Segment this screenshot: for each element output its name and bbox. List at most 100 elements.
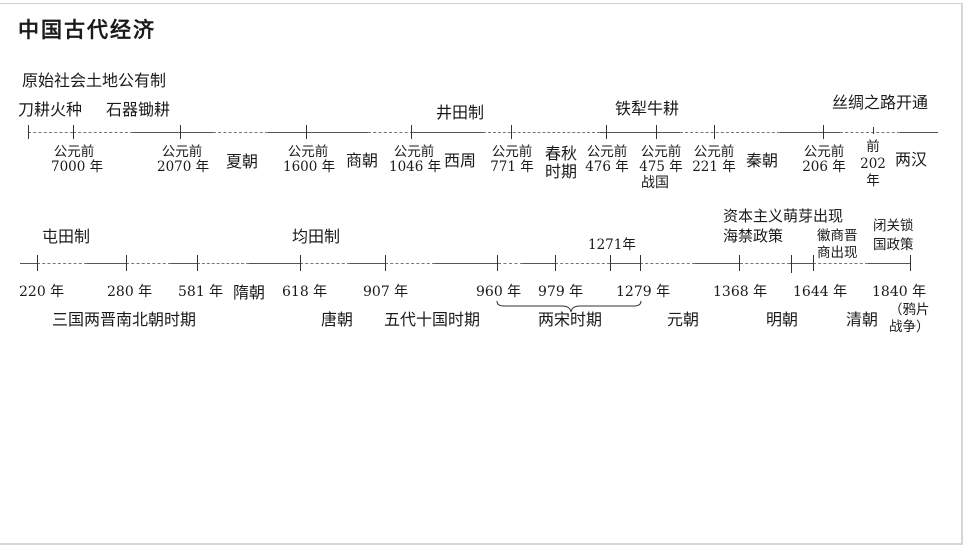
period-song: 两宋时期 — [538, 310, 603, 329]
timeline-segment — [28, 132, 73, 133]
timeline-segment — [695, 263, 740, 264]
tick — [610, 255, 611, 271]
label-stone-hoe: 石器锄耕 — [106, 100, 171, 119]
label-capitalism-sprouts: 资本主义萌芽出现 — [723, 207, 844, 225]
tick — [823, 125, 824, 139]
tick — [739, 255, 740, 271]
period-qin: 秦朝 — [746, 151, 779, 170]
label-huishang: 徽商晋商出现 — [817, 228, 858, 261]
page-title: 中国古代经济 — [18, 17, 156, 42]
date-1279: 1279 年 — [616, 284, 671, 300]
tick — [813, 255, 814, 271]
date-907: 907 年 — [363, 284, 409, 300]
timeline-segment — [498, 263, 523, 264]
period-yuan: 元朝 — [667, 310, 700, 329]
timeline-segment — [840, 132, 900, 133]
timeline-segment — [680, 132, 780, 133]
date-1368: 1368 年 — [713, 284, 768, 300]
tick — [555, 255, 556, 271]
timeline-segment — [413, 132, 483, 133]
period-western-zhou: 西周 — [444, 151, 477, 170]
tick — [73, 125, 74, 139]
timeline-segment — [368, 132, 413, 133]
timeline-segment — [600, 132, 680, 133]
tick — [411, 125, 412, 139]
tick — [511, 125, 512, 139]
tick — [385, 255, 386, 271]
timeline-segment — [350, 263, 385, 264]
timeline-segment — [213, 132, 268, 133]
timeline-segment — [37, 263, 87, 264]
date-1644: 1644 年 — [793, 284, 848, 300]
timeline-segment — [171, 263, 197, 264]
label-opium-war: （鸦片战争） — [889, 302, 930, 335]
label-silk-road: 丝绸之路开通 — [832, 93, 929, 112]
timeline-segment — [740, 263, 790, 264]
label-slash-burn: 刀耕火种 — [18, 100, 83, 119]
date-618: 618 年 — [282, 284, 328, 300]
timeline-segment — [640, 263, 695, 264]
label-closed-door: 闭关锁国政策 — [873, 218, 914, 253]
period-tang: 唐朝 — [321, 310, 354, 329]
label-primitive-public-land: 原始社会土地公有制 — [22, 71, 167, 90]
period-sui: 隋朝 — [233, 283, 266, 302]
timeline-segment — [900, 132, 938, 133]
timeline-segment — [483, 132, 600, 133]
timeline-segment — [780, 132, 840, 133]
timeline-segment — [73, 132, 133, 133]
slide-frame — [0, 3, 963, 545]
period-spring-autumn: 春秋时期 — [545, 144, 578, 181]
tick — [873, 127, 874, 134]
period-han: 两汉 — [895, 150, 928, 169]
tick — [28, 125, 29, 139]
timeline-segment — [555, 263, 610, 264]
date-1840: 1840 年 — [872, 284, 927, 300]
tick — [197, 255, 198, 271]
tick — [37, 255, 38, 271]
period-ming: 明朝 — [766, 310, 799, 329]
tick — [910, 255, 911, 271]
timeline-segment — [249, 263, 300, 264]
tick — [180, 125, 181, 139]
timeline-segment — [300, 263, 350, 264]
timeline-segment — [868, 263, 910, 264]
tick — [497, 255, 498, 271]
date-280: 280 年 — [107, 284, 153, 300]
tick — [714, 125, 715, 139]
period-three-kingdoms: 三国两晋南北朝时期 — [52, 310, 197, 329]
label-well-field: 井田制 — [436, 103, 485, 122]
tick — [656, 125, 657, 139]
period-shang: 商朝 — [346, 151, 379, 170]
timeline-segment — [385, 263, 435, 264]
tick — [791, 255, 792, 273]
label-juntian: 均田制 — [292, 227, 341, 246]
timeline-segment — [813, 263, 868, 264]
tick — [300, 255, 301, 271]
timeline-segment — [87, 263, 126, 264]
period-five-dynasties: 五代十国时期 — [384, 310, 481, 329]
tick — [126, 255, 127, 271]
label-1271: 1271年 — [588, 237, 636, 253]
timeline-segment — [435, 263, 498, 264]
period-warring-states: 战国 — [641, 175, 669, 191]
timeline-segment — [523, 263, 555, 264]
timeline-segment — [197, 263, 249, 264]
song-brace — [496, 300, 642, 313]
label-tuntian: 屯田制 — [42, 227, 91, 246]
tick — [640, 255, 641, 271]
timeline-segment — [610, 263, 640, 264]
period-qing: 清朝 — [846, 310, 879, 329]
timeline-segment — [790, 263, 813, 264]
date-220: 220 年 — [19, 284, 65, 300]
date-581: 581 年 — [178, 284, 224, 300]
period-xia: 夏朝 — [226, 152, 259, 171]
